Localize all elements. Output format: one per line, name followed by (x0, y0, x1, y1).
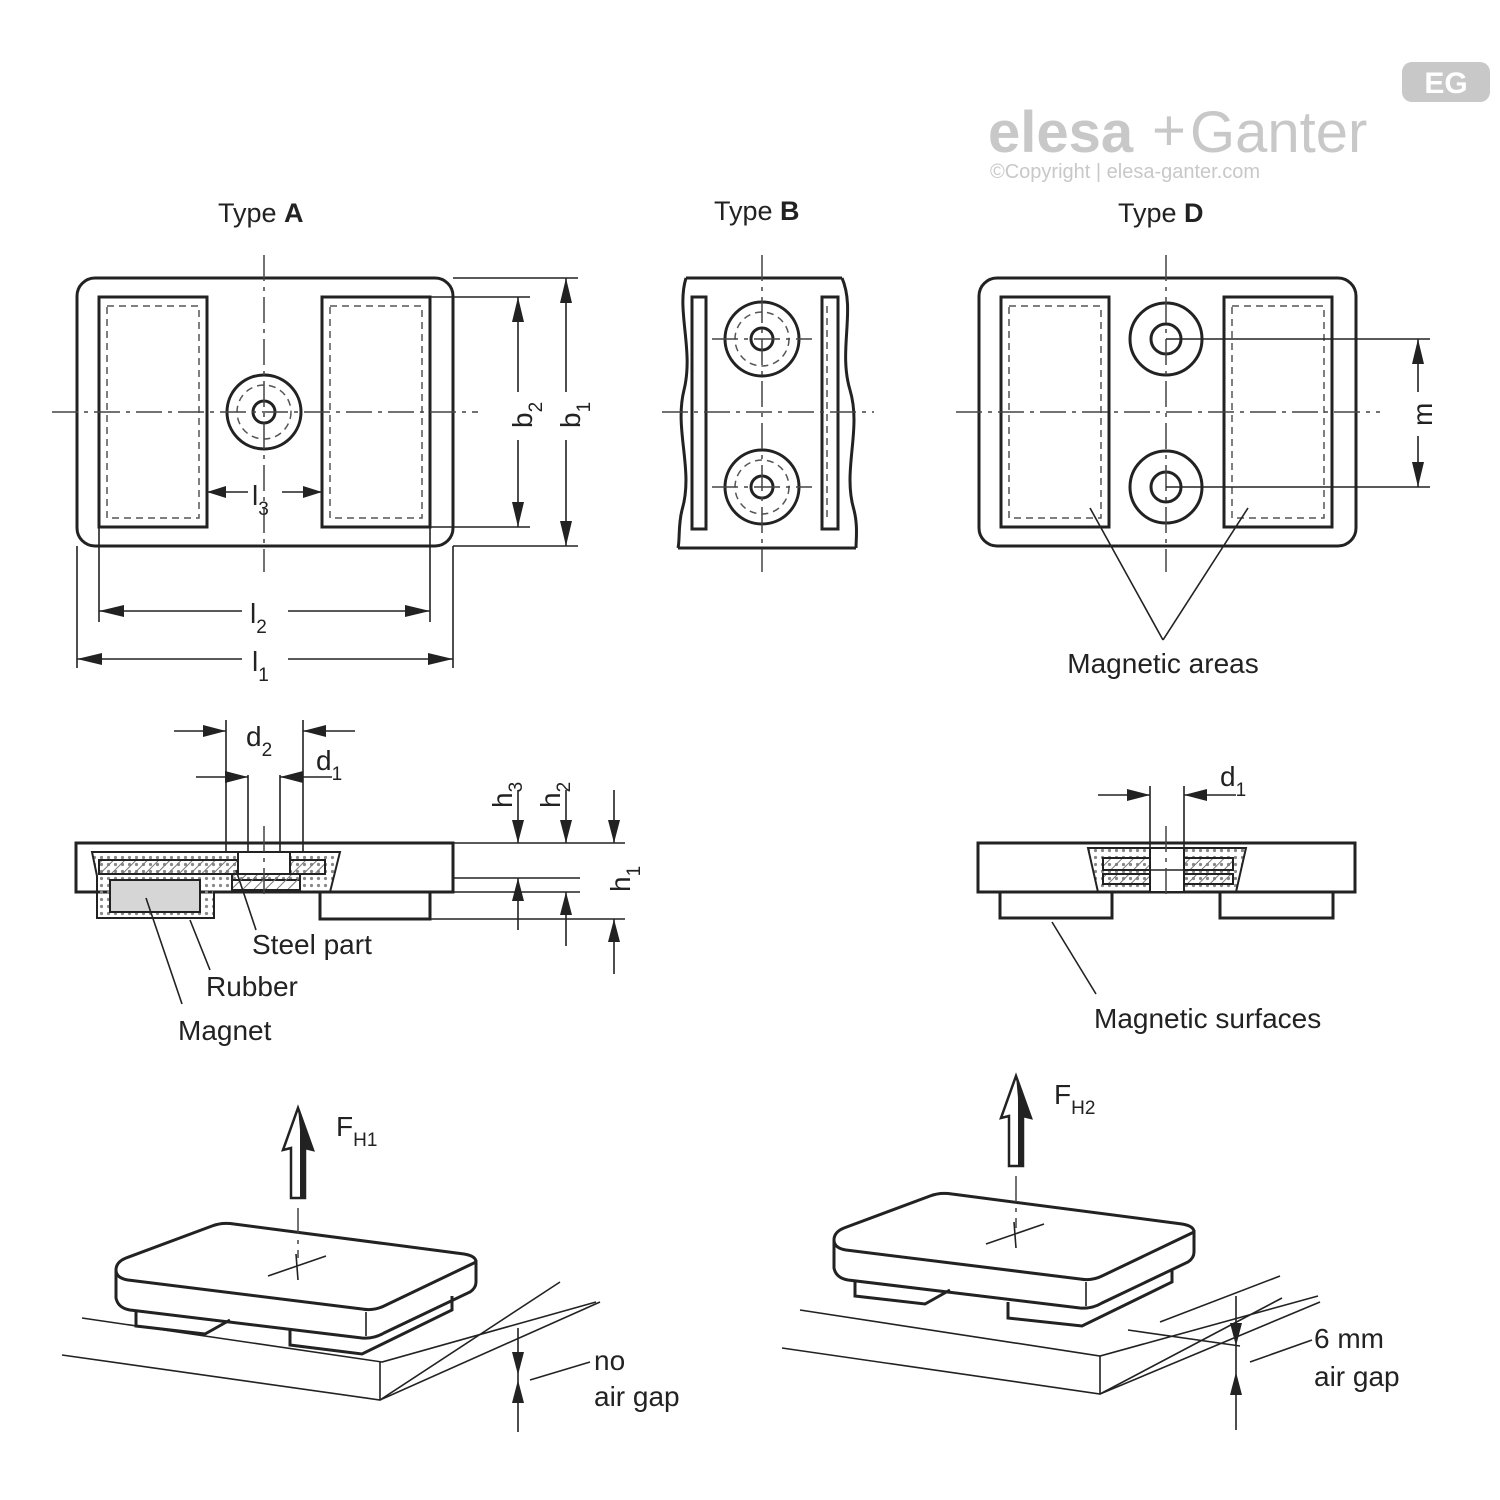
dim-b1: b1 (555, 402, 595, 428)
dim-h1: h1 (605, 866, 645, 892)
label-magnetic-areas: Magnetic areas (1067, 648, 1258, 679)
label-6mm-line1: 6 mm (1314, 1323, 1384, 1354)
type-d-section: d1 Magnetic surfaces (976, 761, 1357, 1034)
dim-h2: h2 (535, 782, 575, 808)
dim-l2: l2 (250, 598, 267, 638)
dim-l3: l3 (252, 480, 269, 520)
label-steel-part: Steel part (252, 929, 372, 960)
type-b-top-view (662, 255, 874, 572)
dim-m: m (1407, 403, 1438, 426)
label-no-air-gap-line2: air gap (594, 1381, 680, 1412)
dim-l1: l1 (252, 646, 269, 686)
brand-copyright: ©Copyright | elesa-ganter.com (990, 161, 1260, 183)
iso-no-air-gap: FH1 no air gap (61, 1104, 680, 1432)
brand-logo: EG elesa + Ganter ©Copyright | elesa-gan… (988, 62, 1490, 183)
type-d-title: Type D (1118, 198, 1204, 228)
eg-badge-shape (1402, 62, 1490, 102)
type-a-section: d2 d1 h3 h2 h1 Steel part Rubber Magnet (74, 720, 645, 1046)
label-no-air-gap-line1: no (594, 1345, 625, 1376)
brand-name-left: elesa (988, 100, 1134, 165)
eg-badge-text: EG (1424, 67, 1467, 100)
dim-d2: d2 (246, 721, 272, 761)
dim-d1-type-a: d1 (316, 745, 342, 785)
label-6mm-line2: air gap (1314, 1361, 1400, 1392)
label-magnet: Magnet (178, 1015, 272, 1046)
label-rubber: Rubber (206, 971, 298, 1002)
force-fh2: FH2 (1054, 1079, 1095, 1119)
dim-b2: b2 (507, 402, 547, 428)
brand-name-right: Ganter (1190, 100, 1367, 165)
label-magnetic-surfaces: Magnetic surfaces (1094, 1003, 1321, 1034)
type-d-top-view: m Magnetic areas (956, 255, 1438, 679)
dim-d1-type-d: d1 (1220, 761, 1246, 801)
type-b-title: Type B (714, 196, 800, 226)
brand-plus: + (1152, 98, 1186, 163)
type-a-top-view: l3 l2 l1 b2 b1 (52, 255, 595, 686)
type-a-title: Type A (218, 198, 304, 228)
force-fh1: FH1 (336, 1111, 377, 1151)
iso-6mm-air-gap: FH2 6 mm air gap (781, 1072, 1400, 1430)
dim-h3: h3 (487, 782, 527, 808)
